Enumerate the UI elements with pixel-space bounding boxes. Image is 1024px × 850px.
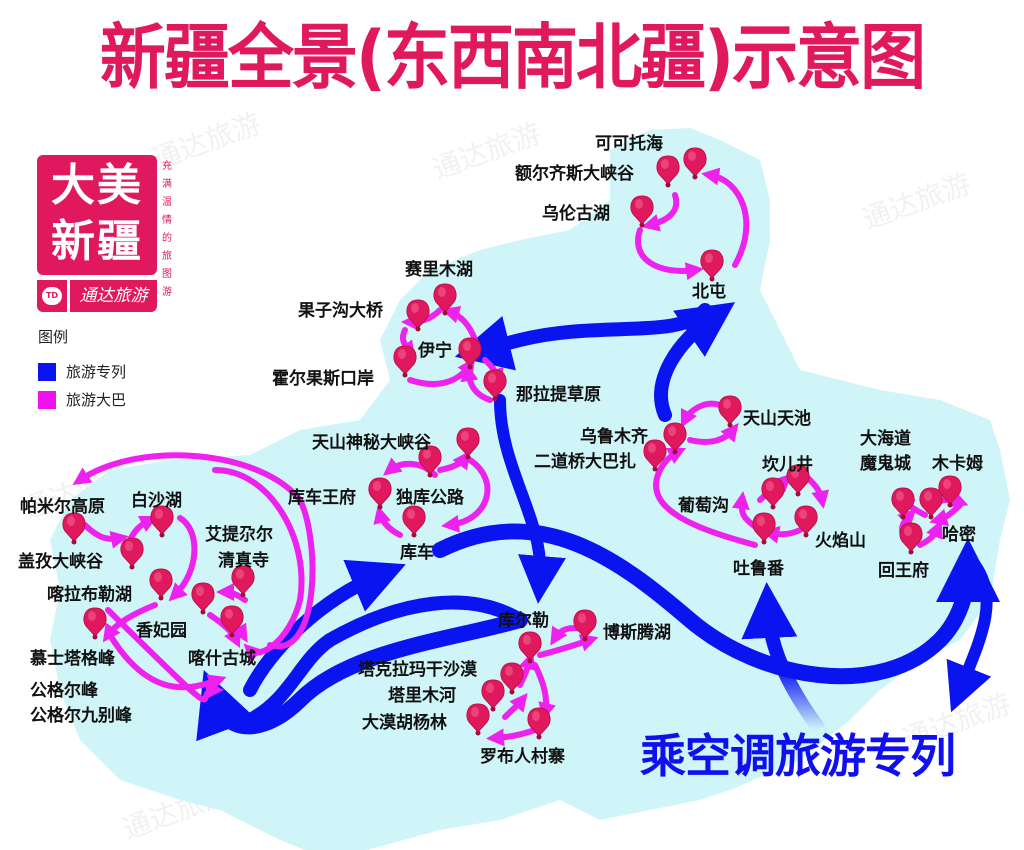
legend-title: 图例	[38, 328, 69, 346]
place-label: 可可托海	[595, 134, 663, 154]
place-label: 坎儿井	[762, 455, 813, 475]
flower-logo-icon	[37, 280, 67, 312]
legend-item-bus: 旅游大巴	[38, 389, 126, 410]
place-label: 魔鬼城	[860, 454, 911, 474]
place-label: 公格尔九别峰	[30, 706, 132, 726]
place-label: 大海道	[860, 429, 911, 449]
legend-label: 旅游大巴	[66, 391, 127, 409]
train-swatch	[38, 362, 56, 381]
place-label: 乌鲁木齐	[580, 427, 648, 447]
place-label: 果子沟大桥	[298, 301, 383, 321]
logo-line-2: 新疆	[51, 216, 143, 267]
place-label: 大漠胡杨林	[362, 713, 447, 733]
place-label: 喀拉布勒湖	[47, 585, 132, 605]
legend-item-train: 旅游专列	[38, 361, 126, 382]
place-label: 葡萄沟	[678, 496, 729, 516]
brand-name: 通达旅游	[70, 280, 157, 312]
place-label: 吐鲁番	[733, 559, 784, 579]
page-title: 新疆全景(东西南北疆)示意图	[99, 15, 926, 100]
place-label: 额尔齐斯大峡谷	[515, 164, 634, 184]
bus-swatch	[38, 390, 56, 409]
place-label: 二道桥大巴扎	[534, 452, 636, 472]
place-label: 白沙湖	[131, 491, 182, 511]
place-label: 回王府	[878, 561, 929, 581]
place-label: 北屯	[692, 282, 726, 302]
place-label: 独库公路	[396, 488, 464, 508]
place-label: 天山神秘大峡谷	[312, 433, 431, 453]
place-label: 公格尔峰	[30, 681, 98, 701]
place-label: 那拉提草原	[516, 385, 601, 405]
legend-label: 旅游专列	[66, 363, 127, 381]
place-label: 帕米尔高原	[20, 497, 105, 517]
place-label: 火焰山	[815, 531, 866, 551]
place-label: 塔克拉玛干沙漠	[358, 660, 477, 680]
place-label: 赛里木湖	[405, 260, 473, 280]
place-label: 香妃园	[136, 621, 187, 641]
place-label: 喀什古城	[188, 649, 256, 669]
logo-brand-bar: 通达旅游	[37, 280, 157, 312]
place-label: 乌伦古湖	[542, 204, 610, 224]
place-label: 伊宁	[418, 341, 452, 361]
slogan: 充满温情的旅图游	[162, 161, 172, 298]
place-label: 库车	[400, 543, 434, 563]
place-label: 霍尔果斯口岸	[272, 369, 374, 389]
place-label: 博斯腾湖	[603, 623, 671, 643]
place-label: 清真寺	[218, 551, 269, 571]
place-label: 慕士塔格峰	[30, 649, 115, 669]
place-label: 库尔勒	[498, 611, 549, 631]
place-label: 木卡姆	[932, 454, 983, 474]
place-label: 盖孜大峡谷	[18, 552, 103, 572]
place-label: 塔里木河	[388, 686, 456, 706]
place-label: 艾提尕尔	[205, 525, 273, 545]
place-label: 哈密	[942, 525, 976, 545]
place-label: 天山天池	[743, 409, 811, 429]
place-label: 罗布人村寨	[480, 747, 565, 767]
logo-badge: 大美 新疆	[37, 155, 157, 275]
train-banner: 乘空调旅游专列	[640, 729, 956, 783]
logo-line-1: 大美	[51, 160, 143, 211]
place-label: 库车王府	[288, 488, 356, 508]
